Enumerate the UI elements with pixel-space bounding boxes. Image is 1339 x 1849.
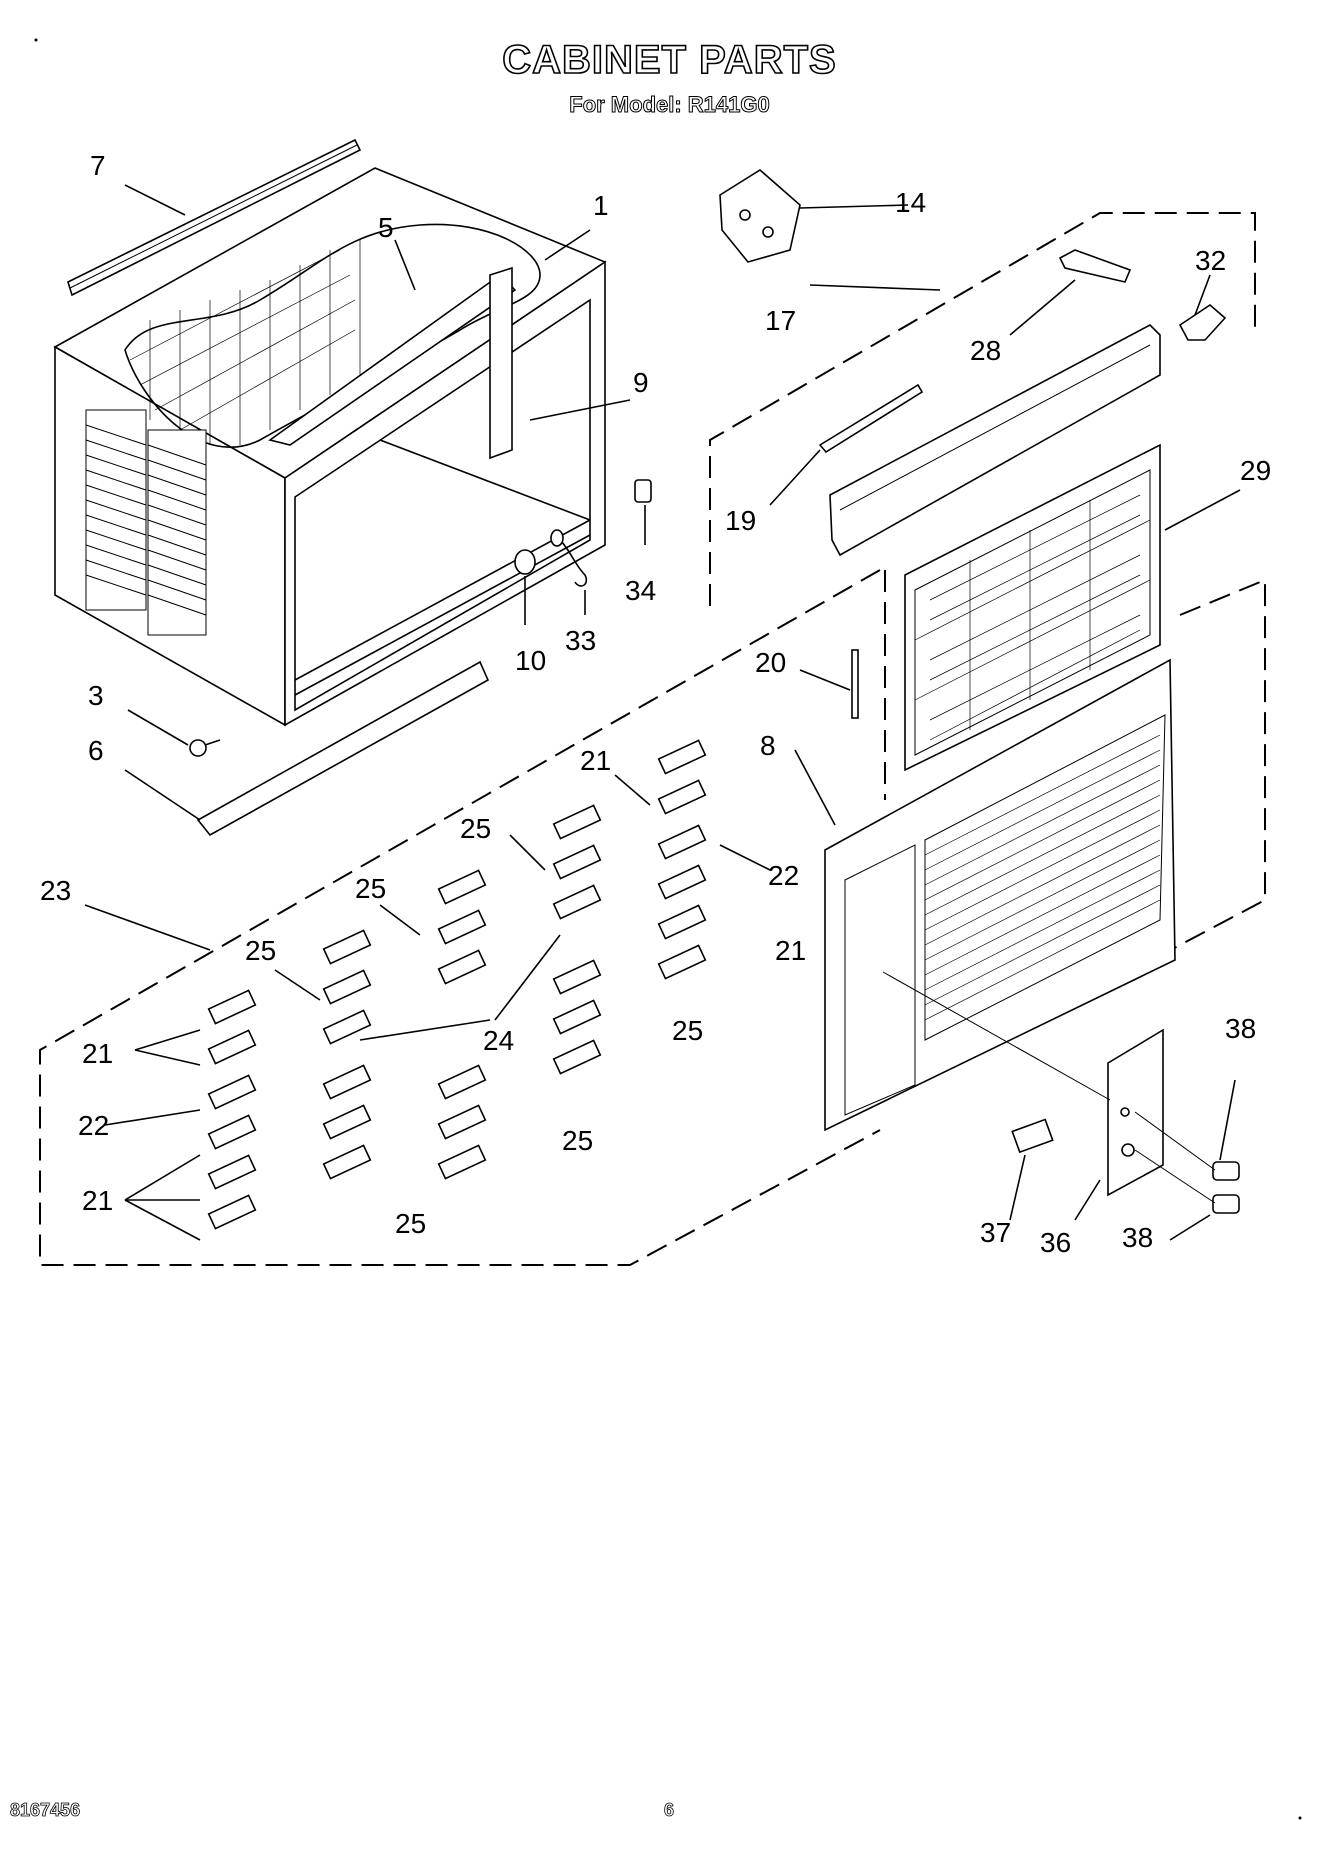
callout-25-a: 25 — [460, 813, 491, 844]
document-number: 8167456 — [10, 1800, 81, 1821]
callout-25-c: 25 — [245, 935, 276, 966]
part-8-front-grille — [824, 658, 1176, 1132]
part-1-cabinet — [53, 167, 607, 727]
part-6-bottom-foam — [196, 660, 490, 837]
part-29-filter — [904, 443, 1161, 772]
callout-9: 9 — [633, 367, 649, 398]
callout-22-a: 22 — [768, 860, 799, 891]
callout-8: 8 — [760, 730, 776, 761]
part-38-knob-bottom — [1212, 1194, 1240, 1214]
callout-33: 33 — [565, 625, 596, 656]
part-38-knob-top — [1212, 1161, 1240, 1181]
part-7-top-channel — [67, 138, 362, 297]
callout-14: 14 — [895, 187, 926, 218]
callout-25-f: 25 — [395, 1208, 426, 1239]
callout-3: 3 — [88, 680, 104, 711]
part-37-block — [1011, 1118, 1054, 1154]
callout-25-b: 25 — [355, 873, 386, 904]
callout-5: 5 — [378, 212, 394, 243]
part-34-screw — [634, 479, 652, 503]
callout-19: 19 — [725, 505, 756, 536]
group-8-dashed-outline — [1094, 578, 1266, 991]
callout-21-c: 21 — [82, 1038, 113, 1069]
callout-23: 23 — [40, 875, 71, 906]
callout-1: 1 — [593, 190, 609, 221]
callout-20: 20 — [755, 647, 786, 678]
callout-36: 36 — [1040, 1227, 1071, 1258]
part-33-clip — [550, 529, 588, 587]
part-19-rod — [818, 383, 924, 454]
callout-37: 37 — [980, 1217, 1011, 1248]
callout-21-a: 21 — [580, 745, 611, 776]
callout-25-d: 25 — [672, 1015, 703, 1046]
callout-32: 32 — [1195, 245, 1226, 276]
callout-22-b: 22 — [78, 1110, 109, 1141]
part-28-latch — [1058, 249, 1132, 283]
page-title: CABINET PARTS — [501, 37, 837, 83]
group-23-dashed-outline — [39, 569, 881, 1266]
callout-28: 28 — [970, 335, 1001, 366]
part-5-foam-strip — [268, 273, 517, 446]
callout-38-a: 38 — [1225, 1013, 1256, 1044]
leader-lines — [84, 184, 1241, 1241]
callout-labels: 7 5 1 9 34 10 33 3 6 14 32 17 28 19 29 2… — [40, 150, 1271, 1258]
part-32-clip — [1178, 303, 1227, 341]
callout-10: 10 — [515, 645, 546, 676]
page-number: 6 — [664, 1800, 675, 1821]
part-20-strip — [851, 649, 859, 719]
part-17-frame — [829, 324, 1161, 557]
callout-34: 34 — [625, 575, 656, 606]
model-subtitle: For Model: R141G0 — [569, 92, 770, 118]
callout-17: 17 — [765, 305, 796, 336]
callout-25-e: 25 — [562, 1125, 593, 1156]
part-9-foam-seal — [489, 266, 513, 460]
part-10-nut — [514, 549, 536, 575]
part-3-screw — [189, 739, 221, 757]
callout-6: 6 — [88, 735, 104, 766]
callout-21-b: 21 — [775, 935, 806, 966]
callout-29: 29 — [1240, 455, 1271, 486]
callout-24: 24 — [483, 1025, 514, 1056]
callout-21-d: 21 — [82, 1185, 113, 1216]
group-17-dashed-outline — [709, 212, 1256, 606]
clip-parts — [207, 739, 707, 1230]
part-14-bracket — [719, 169, 801, 263]
callout-38-b: 38 — [1122, 1222, 1153, 1253]
callout-7: 7 — [90, 150, 106, 181]
